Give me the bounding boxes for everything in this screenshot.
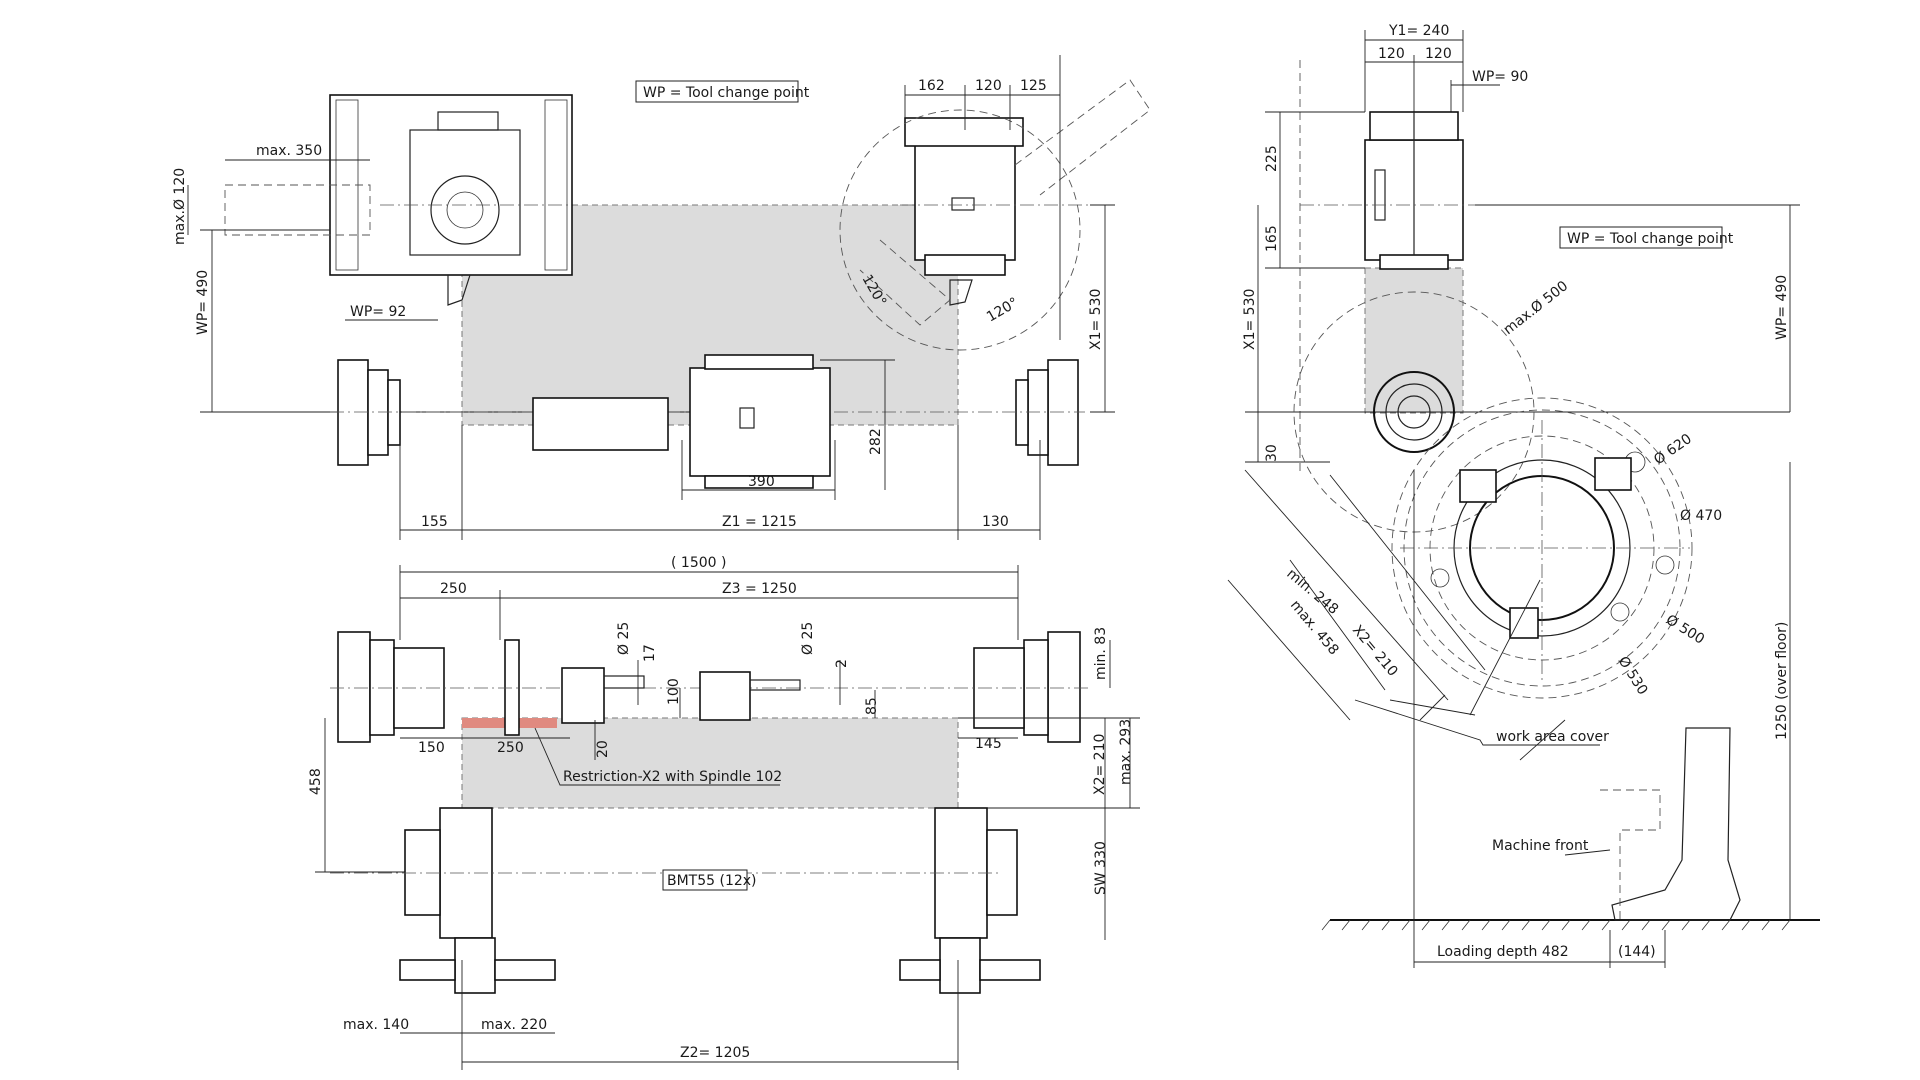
wp-box-top [635,80,799,103]
dim-dia25-a: Ø 25 [616,622,632,655]
dim-dia620: Ø 620 [1651,431,1695,468]
front-work-area [461,717,959,809]
front-left-spindle [337,631,371,743]
dim-dia25-b: Ø 25 [800,622,816,655]
top-center-motor [532,397,669,451]
dim-x1-530-side: X1= 530 [1242,289,1258,350]
dim-125: 125 [1020,78,1047,94]
dim-sw330: SW 330 [1093,841,1109,895]
machine-front-label: Machine front [1492,838,1589,854]
dim-390: 390 [748,474,775,490]
side-spindle [1373,371,1455,453]
dim-z2: Z2= 1205 [680,1045,750,1061]
dim-wp490-side: WP= 490 [1774,275,1790,340]
dim-20: 20 [595,740,611,758]
dim-150: 150 [418,740,445,756]
dim-17: 17 [642,644,658,662]
dim-dia470: Ø 470 [1680,508,1722,524]
top-left-spindle [337,359,369,466]
wp-box-right [1559,226,1723,249]
dim-z1: Z1 = 1215 [722,514,797,530]
bmt-box [662,869,748,891]
dim-wp90: WP= 90 [1472,69,1528,85]
top-view [187,55,1151,540]
dim-130: 130 [982,514,1009,530]
dim-1250-floor: 1250 (over floor) [1774,622,1790,740]
dim-120-top: 120 [975,78,1002,94]
dim-wp92: WP= 92 [350,304,406,320]
dim-458-front: 458 [308,768,324,795]
loading-depth-label: Loading depth 482 [1437,944,1569,960]
dim-dia500: Ø 500 [1663,612,1707,648]
dim-144: (144) [1618,944,1656,960]
dim-120-side-b: 120 [1425,46,1452,62]
dim-165: 165 [1264,225,1280,252]
top-right-turret [914,139,1016,261]
dim-max-dia500: max.Ø 500 [1501,278,1572,338]
dim-y1-240: Y1= 240 [1388,23,1449,39]
dim-max140: max. 140 [343,1017,409,1033]
wp-box-top-text: WP = Tool change point [643,85,810,101]
dim-155: 155 [421,514,448,530]
angle-120-right: 120° [984,295,1021,326]
dim-145: 145 [975,736,1002,752]
dim-dia530: Ø 530 [1615,654,1651,698]
bmt-box-text: BMT55 (12x) [667,873,757,889]
dim-max-dia120: max.Ø 120 [172,168,188,245]
dim-1500: ( 1500 ) [671,555,726,571]
dim-162: 162 [918,78,945,94]
top-turret-housing [329,94,573,276]
dim-250-bottom: 250 [497,740,524,756]
top-right-spindle [1047,359,1079,466]
wp-box-right-text: WP = Tool change point [1567,231,1734,247]
work-area-cover-label: work area cover [1496,729,1609,745]
dim-250-top: 250 [440,581,467,597]
restriction-label: Restriction-X2 with Spindle 102 [563,769,782,785]
dim-max220: max. 220 [481,1017,547,1033]
dim-100: 100 [666,678,682,705]
dim-z3: Z3 = 1250 [722,581,797,597]
dim-225: 225 [1264,145,1280,172]
dim-max293: max. 293 [1118,719,1134,785]
front-right-spindle [1047,631,1081,743]
dim-85: 85 [864,697,880,715]
dim-x2-210-front: X2= 210 [1092,734,1108,795]
dim-min83: min. 83 [1093,627,1109,680]
dim-wp490-top: WP= 490 [195,270,211,335]
dim-120-side-a: 120 [1378,46,1405,62]
dim-max350: max. 350 [256,143,322,159]
operator-leg [1611,727,1741,921]
front-view [315,565,1140,1070]
side-view [1227,30,1820,968]
dim-2: 2 [834,659,850,668]
dim-30: 30 [1264,444,1280,462]
dim-282: 282 [868,428,884,455]
dim-x1-530-top: X1= 530 [1088,289,1104,350]
